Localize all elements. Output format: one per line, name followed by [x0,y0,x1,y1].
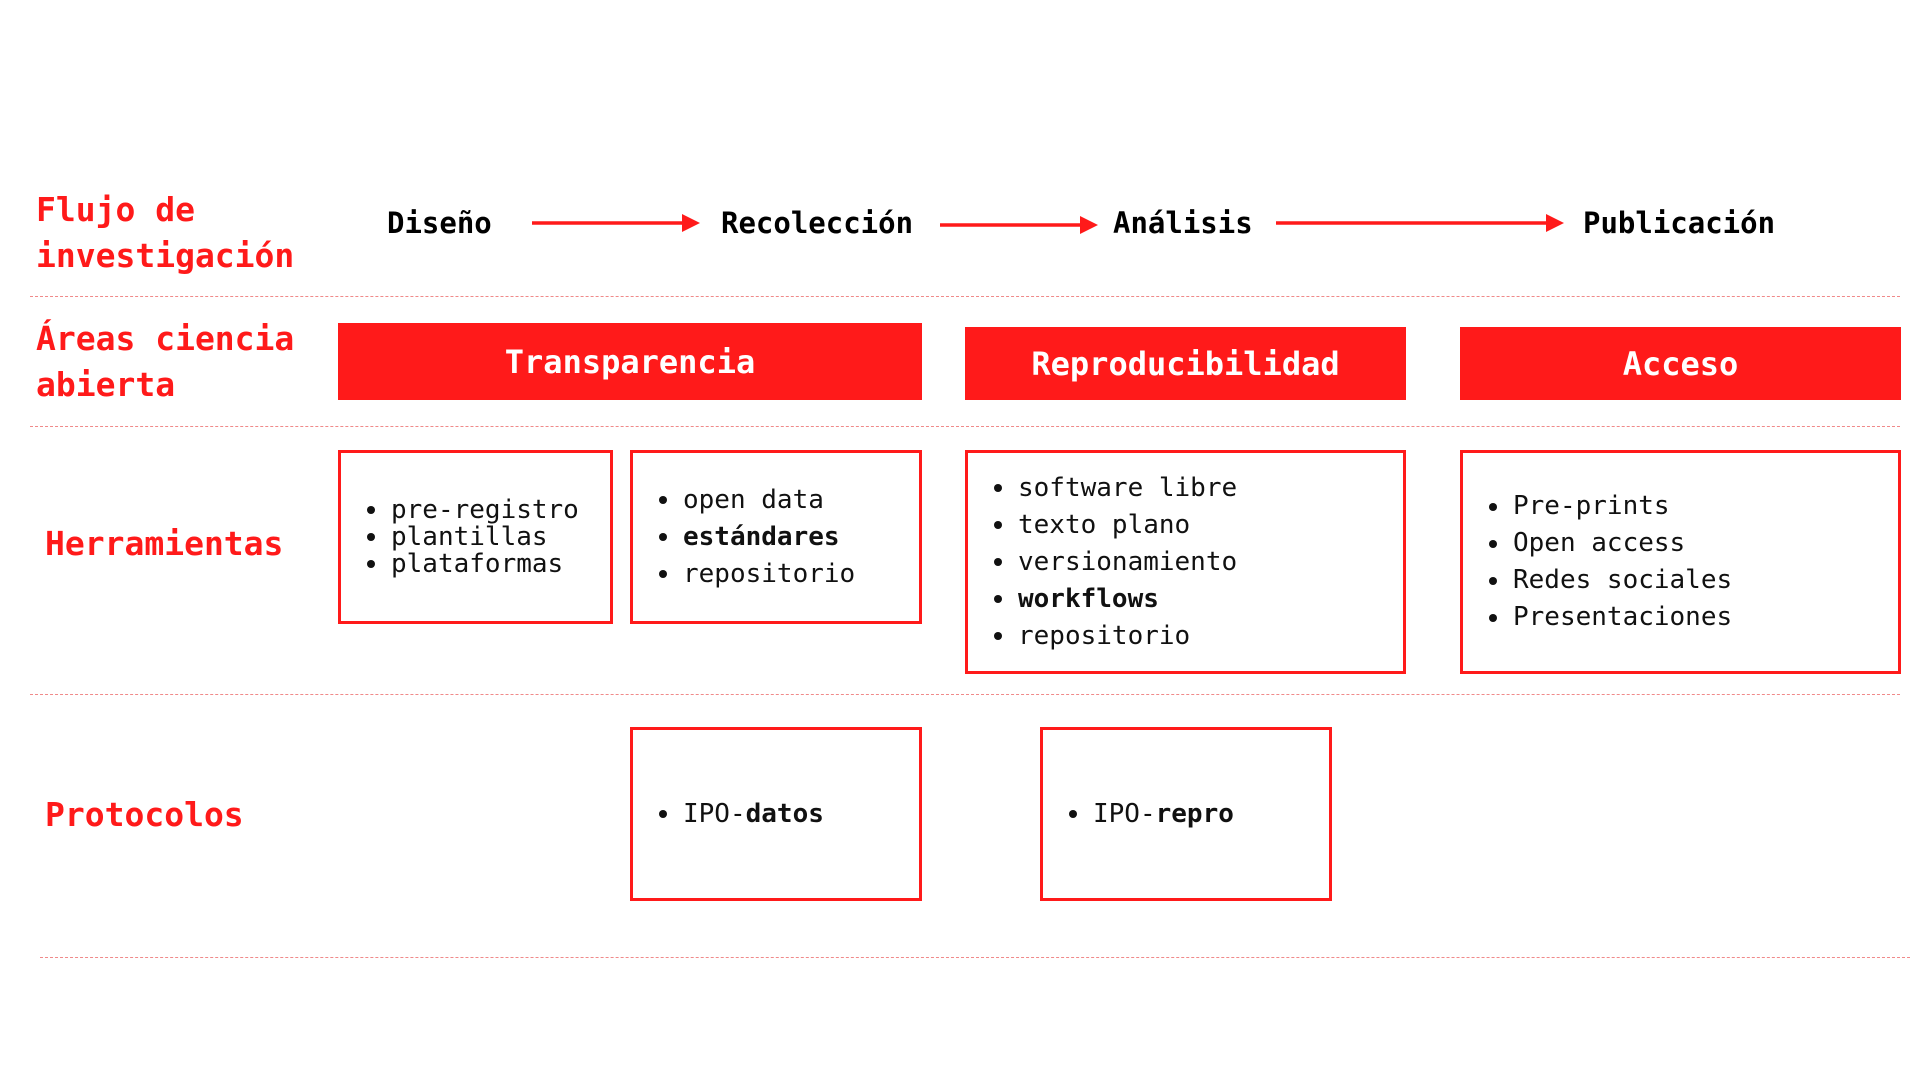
tools-box-transparencia-2: open data estándares repositorio [630,450,922,624]
list-item: Presentaciones [1485,599,1732,636]
protocol-prefix: IPO- [1093,798,1156,829]
list-item-highlight: workflows [990,581,1237,618]
flow-step-analisis: Análisis [1113,206,1253,240]
list-item: IPO-datos [655,796,824,833]
flow-step-recoleccion: Recolección [721,206,914,240]
list-item: repositorio [990,618,1237,655]
list-item-highlight: estándares [655,519,855,556]
label-protocolos: Protocolos [45,795,244,834]
flow-step-diseno: Diseño [387,206,492,240]
flow-arrow-2 [940,216,1098,234]
divider-2 [30,426,1900,427]
protocol-list: IPO-repro [1065,796,1234,833]
list-item: plataformas [363,550,579,578]
tools-list: software libre texto plano versionamient… [990,470,1237,655]
flow-arrow-1 [532,214,700,232]
list-item: plantillas [363,523,579,551]
protocol-list: IPO-datos [655,796,824,833]
list-item: Pre-prints [1485,488,1732,525]
protocol-suffix: repro [1155,798,1234,829]
list-item: Redes sociales [1485,562,1732,599]
area-reproducibilidad: Reproducibilidad [965,327,1406,400]
label-areas-ciencia-abierta: Áreas ciencia abierta [36,319,295,404]
tools-box-reproducibilidad: software libre texto plano versionamient… [965,450,1406,674]
label-herramientas: Herramientas [45,524,284,563]
flow-step-publicacion: Publicación [1583,206,1776,240]
tools-list: open data estándares repositorio [655,482,855,593]
label-flujo-investigacion: Flujo de investigación [36,190,295,275]
list-item: pre-registro [363,496,579,524]
divider-3 [30,694,1900,695]
tools-box-acceso: Pre-prints Open access Redes sociales Pr… [1460,450,1901,674]
list-item: repositorio [655,556,855,593]
protocol-prefix: IPO- [683,798,746,829]
list-item: software libre [990,470,1237,507]
divider-4 [40,957,1910,958]
tools-box-transparencia-1: pre-registro plantillas plataformas [338,450,613,624]
divider-1 [30,296,1900,297]
list-item: versionamiento [990,544,1237,581]
protocol-box-datos: IPO-datos [630,727,922,901]
tools-list: pre-registro plantillas plataformas [363,496,579,578]
area-transparencia: Transparencia [338,323,922,400]
protocol-box-repro: IPO-repro [1040,727,1332,901]
protocol-suffix: datos [745,798,824,829]
tools-list: Pre-prints Open access Redes sociales Pr… [1485,488,1732,636]
list-item: Open access [1485,525,1732,562]
flow-arrow-3 [1276,214,1564,232]
area-acceso: Acceso [1460,327,1901,400]
list-item: IPO-repro [1065,796,1234,833]
list-item: texto plano [990,507,1237,544]
list-item: open data [655,482,855,519]
